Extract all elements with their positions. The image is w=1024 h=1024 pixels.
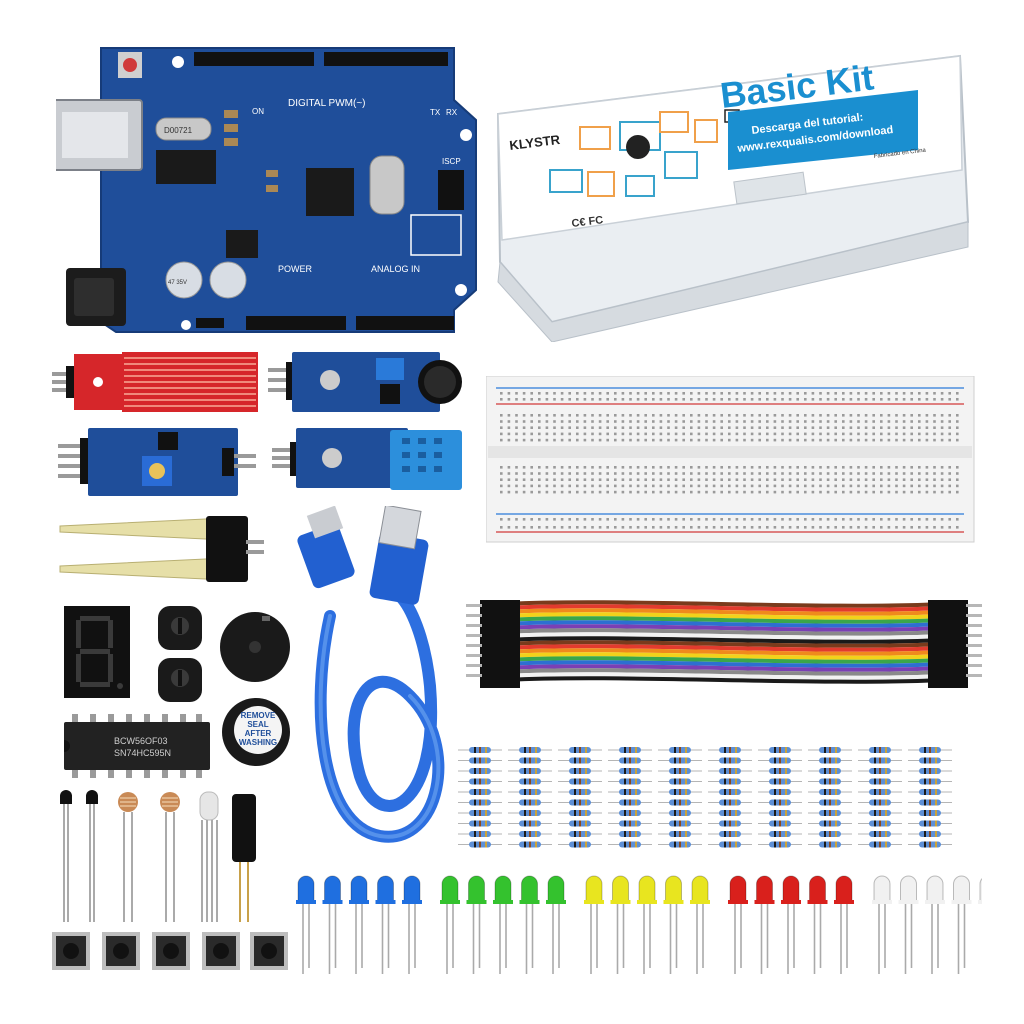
potentiometer-sensor-module — [58, 424, 258, 500]
sound-sensor-module — [268, 350, 468, 414]
uno-silk-power: POWER — [278, 264, 313, 274]
arduino-uno-board: DIGITAL PWM(~) POWER ANALOG IN TX RX ISC… — [56, 40, 486, 340]
potentiometer-2 — [156, 656, 204, 704]
basic-kit-box: KLYSTR Basic Kit Descarga del tutorial: … — [490, 52, 976, 342]
uno-silk-icsp: ISCP — [442, 157, 461, 166]
sensor-components-row — [56, 786, 276, 926]
resistor-set — [456, 744, 976, 856]
buzzer-sticker-2: SEAL — [247, 720, 268, 729]
shift-register-ic: BCW56OF03 SN74HC595N — [62, 714, 212, 778]
uno-crystal-label: D00721 — [164, 126, 193, 135]
buzzer-sticker-4: WASHING — [239, 738, 277, 747]
buzzer-sticker-1: REMOVE — [241, 711, 276, 720]
led-set — [292, 870, 982, 980]
potentiometer-1 — [156, 604, 204, 652]
buzzer-sticker-3: AFTER — [245, 729, 272, 738]
box-marks: C€ FC — [571, 214, 604, 230]
uno-silk-on: ON — [252, 107, 264, 116]
dht11-sensor-module — [272, 424, 470, 494]
seven-segment-display — [64, 606, 130, 698]
uno-silk-digital: DIGITAL PWM(~) — [288, 98, 366, 109]
uno-cap-label: 47 35V — [168, 280, 187, 286]
soil-moisture-sensor — [56, 514, 266, 584]
water-level-sensor — [52, 350, 262, 414]
box-brand: KLYSTR — [509, 132, 562, 153]
uno-silk-tx: TX — [430, 108, 441, 117]
ic-line-2: SN74HC595N — [114, 748, 171, 758]
breadboard — [486, 376, 976, 544]
uno-silk-analog: ANALOG IN — [371, 264, 420, 274]
push-buttons-row — [46, 926, 292, 976]
usb-cable — [290, 506, 470, 866]
uno-silk-rx: RX — [446, 108, 458, 117]
ic-line-1: BCW56OF03 — [114, 736, 168, 746]
passive-buzzer — [218, 610, 292, 684]
jumper-wire-bundle — [466, 596, 982, 692]
active-buzzer: REMOVE SEAL AFTER WASHING — [220, 696, 292, 768]
